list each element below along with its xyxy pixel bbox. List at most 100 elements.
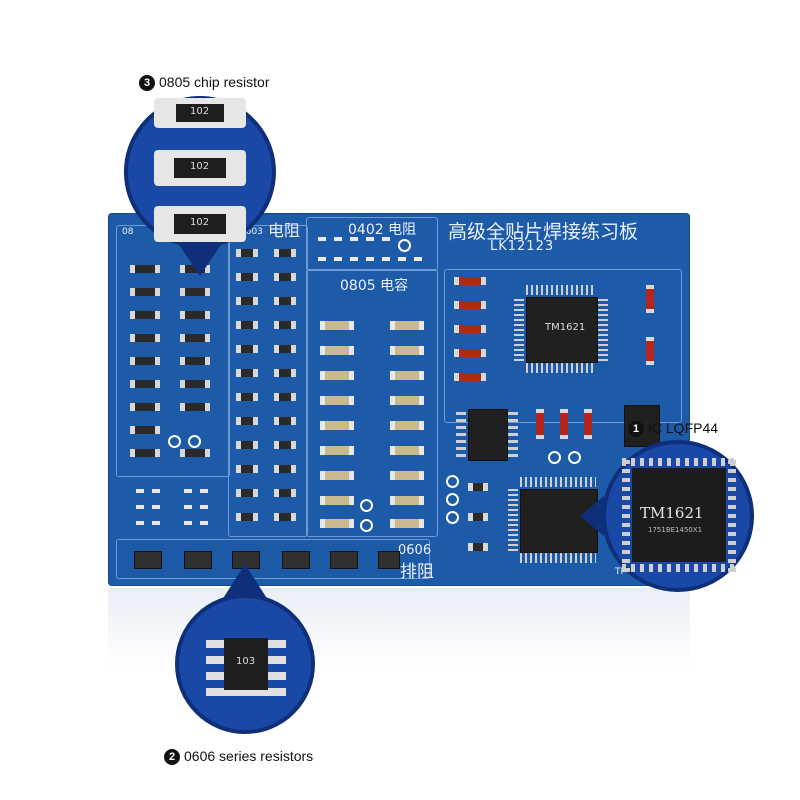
smd-capacitor (320, 519, 354, 528)
test-point (398, 239, 411, 252)
board-title: 高级全贴片焊接练习板 (448, 221, 639, 243)
smd-diode (454, 373, 486, 381)
smd-diode (454, 277, 486, 285)
smd-resistor (180, 380, 210, 388)
smd-resistor (130, 403, 160, 411)
label-0606-cn: 排阻 (400, 562, 434, 582)
corner-mark: TP (615, 567, 626, 577)
smd-capacitor (390, 346, 424, 355)
smd-resistor (130, 334, 160, 342)
lqfp-ic-top: TM1621 (526, 297, 598, 363)
smd-pad (382, 257, 390, 261)
smd-pad (152, 489, 160, 493)
smd-pad (382, 237, 390, 241)
test-point (188, 435, 201, 448)
test-point (446, 493, 459, 506)
magnified-ic: TM1621 1751BE1450X1 (622, 458, 736, 572)
label-0603: 0603 (240, 227, 263, 237)
smd-pad (200, 505, 208, 509)
label-text: 0606 series resistors (184, 748, 314, 764)
ic-pins (622, 458, 736, 466)
smd-resistor (236, 297, 258, 305)
smd-resistor (130, 426, 160, 434)
smd-resistor (236, 369, 258, 377)
smd-resistor (274, 513, 296, 521)
test-point (446, 475, 459, 488)
resistor-code: 102 (190, 217, 210, 228)
chip-marking: TM1621 (545, 322, 586, 333)
number-badge: 2 (164, 749, 180, 766)
section-outline-0603 (228, 225, 308, 537)
smd-resistor (468, 513, 488, 521)
smd-resistor (468, 483, 488, 491)
smd-pad (350, 237, 358, 241)
smd-capacitor (320, 471, 354, 480)
label-0805-cap: 0805 电容 (340, 278, 409, 294)
smd-capacitor (390, 471, 424, 480)
smd-diode (454, 325, 486, 333)
smd-diode (646, 337, 654, 365)
smd-pad (136, 505, 144, 509)
smd-capacitor (320, 321, 354, 330)
label-text: IC LQFP44 (648, 420, 719, 436)
ic-pins (520, 477, 596, 487)
smd-pad (152, 505, 160, 509)
smd-resistor (236, 465, 258, 473)
smd-resistor (180, 449, 210, 457)
smd-pad (152, 521, 160, 525)
number-badge: 1 (628, 421, 644, 438)
resistor-array (134, 551, 162, 569)
resistor-array (184, 551, 212, 569)
smd-resistor (180, 265, 210, 273)
resistor-array (282, 551, 310, 569)
magnified-resistor-array: 103 (196, 632, 296, 696)
smd-resistor (274, 465, 296, 473)
resistor-code: 102 (190, 106, 210, 117)
smd-resistor (274, 321, 296, 329)
smd-pad (334, 257, 342, 261)
smd-pad (366, 237, 374, 241)
smd-capacitor (320, 446, 354, 455)
smd-pad (350, 257, 358, 261)
smd-resistor (236, 513, 258, 521)
smd-pad (318, 257, 326, 261)
smd-resistor (236, 441, 258, 449)
label-0402: 0402 电阻 (348, 222, 417, 238)
smd-diode (646, 285, 654, 313)
smd-pad (200, 489, 208, 493)
section-outline-0402 (306, 217, 438, 271)
section-outline-0805-cap (306, 269, 438, 537)
ic-pins (456, 411, 466, 457)
array-code: 103 (236, 656, 256, 667)
smd-diode (454, 301, 486, 309)
smd-diode (560, 409, 568, 439)
array-body: 103 (224, 638, 268, 690)
test-point (568, 451, 581, 464)
smd-pad (136, 489, 144, 493)
label-0606: 0606 (398, 543, 432, 558)
smd-capacitor (390, 496, 424, 505)
smd-resistor (236, 249, 258, 257)
smd-resistor (274, 345, 296, 353)
ic-pins (520, 553, 596, 563)
ic-pins (526, 285, 596, 295)
smd-pad (200, 521, 208, 525)
section-outline-0606 (116, 539, 430, 579)
smd-resistor (180, 311, 210, 319)
number-badge: 3 (139, 75, 155, 92)
smd-resistor (236, 345, 258, 353)
test-point (548, 451, 561, 464)
smd-resistor (274, 441, 296, 449)
magnified-resistor: 102 (176, 104, 224, 122)
smd-resistor (274, 369, 296, 377)
smd-resistor (274, 417, 296, 425)
smd-diode (536, 409, 544, 439)
smd-capacitor (320, 371, 354, 380)
smd-pad (366, 257, 374, 261)
smd-capacitor (320, 421, 354, 430)
smd-resistor (274, 393, 296, 401)
smd-diode (584, 409, 592, 439)
label-text: 0805 chip resistor (159, 74, 270, 90)
smd-capacitor (390, 371, 424, 380)
